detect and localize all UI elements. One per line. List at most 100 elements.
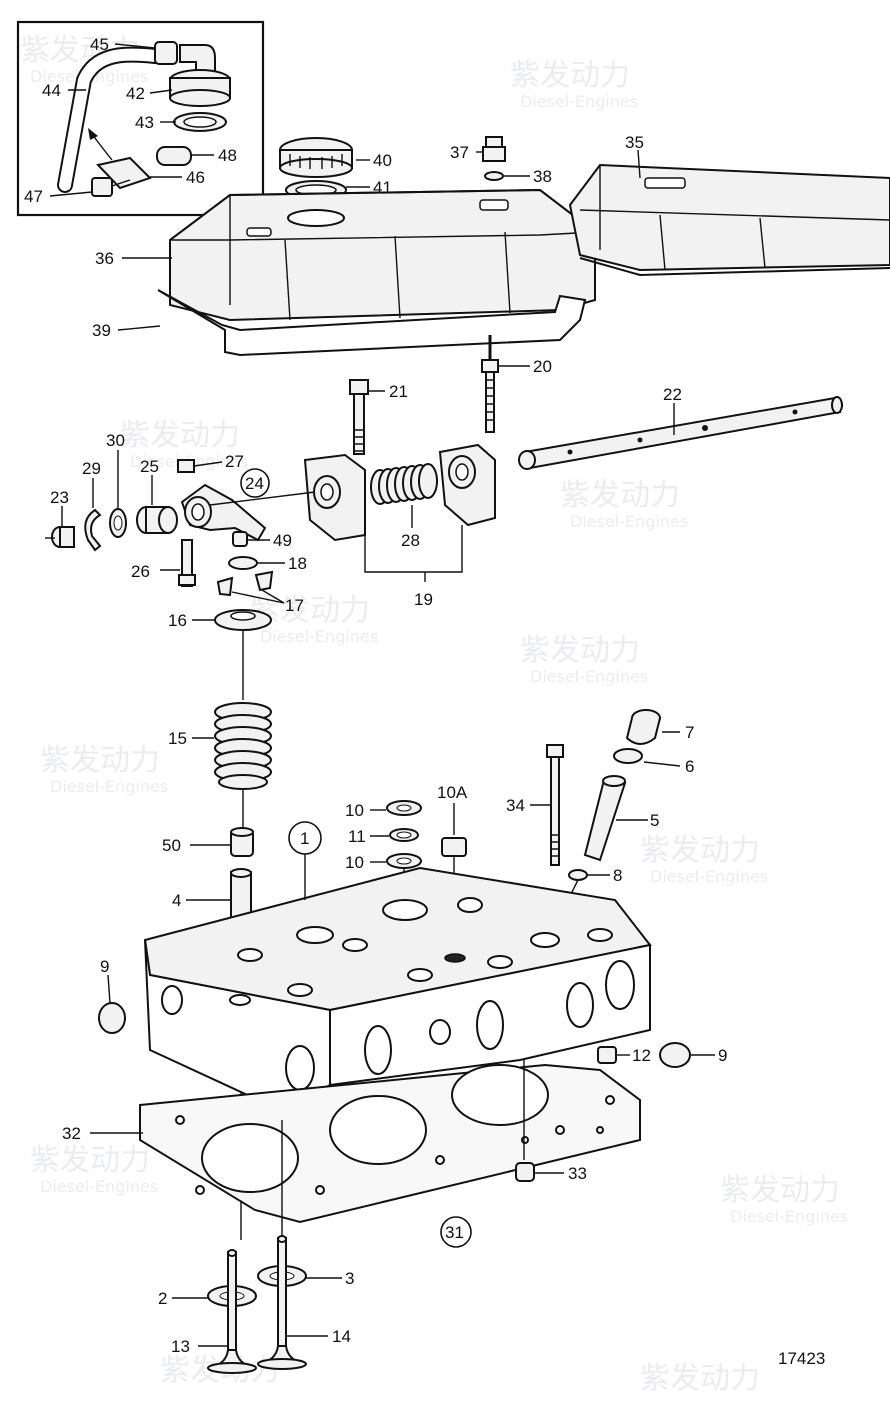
callout-49: 49: [273, 531, 292, 550]
valve-train: 18 17 16 15 50 4: [162, 554, 307, 1240]
core-plugs: 9 12 9: [98, 957, 727, 1068]
circlip: [84, 508, 102, 552]
callout-25: 25: [140, 457, 159, 476]
callout-10A: 10A: [437, 783, 468, 802]
spring-retainer-upper: [228, 556, 258, 570]
intake-valve: [227, 1251, 237, 1353]
callout-35: 35: [625, 133, 644, 152]
callout-44: 44: [42, 81, 61, 100]
callout-30: 30: [106, 431, 125, 450]
valve-stem-cap: [232, 531, 248, 547]
callout-17: 17: [285, 596, 304, 615]
valve-spring: [214, 702, 272, 790]
callout-20: 20: [533, 357, 552, 376]
watermark-brand: 紫发动力: [560, 478, 680, 513]
valve-collet: [254, 570, 274, 592]
callout-24: 24: [245, 474, 264, 493]
callout-9-right: 9: [718, 1046, 727, 1065]
callout-22: 22: [663, 385, 682, 404]
callout-7: 7: [685, 723, 694, 742]
watermark-sub: Diesel-Engines: [530, 667, 648, 686]
callout-4: 4: [172, 891, 181, 910]
watermark-brand: 紫发动力: [40, 743, 160, 778]
adjusting-nut: [177, 459, 195, 473]
callout-40: 40: [373, 151, 392, 170]
callout-16: 16: [168, 611, 187, 630]
valve-cover-rear: [568, 163, 890, 272]
callout-8: 8: [613, 866, 622, 885]
callout-26: 26: [131, 562, 150, 581]
valve-cover-assembly: 40 41 37 38 35 36 39: [92, 133, 890, 357]
callout-48: 48: [218, 146, 237, 165]
valve-cover-gasket: [157, 289, 587, 357]
head-gasket: 32: [62, 1060, 641, 1224]
callout-32: 32: [62, 1124, 81, 1143]
washer-10a: [441, 837, 467, 857]
callout-14: 14: [332, 1327, 351, 1346]
callout-18: 18: [288, 554, 307, 573]
callout-10-upper: 10: [345, 801, 364, 820]
rocker-assembly: 20 21 22 28: [45, 335, 843, 609]
watermark-sub: Diesel-Engines: [50, 777, 168, 796]
breather-inset: 45 44 42 43 48 46 47: [16, 20, 265, 217]
callout-2: 2: [158, 1289, 167, 1308]
watermark-brand: 紫发动力: [520, 633, 640, 668]
watermark-brand: 紫发动力: [720, 1173, 840, 1208]
callout-6: 6: [685, 757, 694, 776]
cylinder-head-bolt: [546, 744, 564, 758]
screw: [91, 177, 113, 197]
drawing-number: 17423: [778, 1349, 825, 1368]
watermark-brand: 紫发动力: [510, 58, 630, 93]
callout-12: 12: [632, 1046, 651, 1065]
callout-27: 27: [225, 452, 244, 471]
cylinder-head: 1: [143, 821, 652, 1112]
watermark-sub: Diesel-Engines: [40, 1177, 158, 1196]
callout-5: 5: [650, 811, 659, 830]
callout-circle-31: [440, 1216, 472, 1248]
callout-15: 15: [168, 729, 187, 748]
callout-29: 29: [82, 459, 101, 478]
rocker-bolt: [349, 379, 369, 395]
callout-46: 46: [186, 168, 205, 187]
sleeve-nipple: [156, 146, 192, 166]
callout-34: 34: [506, 796, 525, 815]
callout-41: 41: [373, 178, 392, 197]
sleeve-washer: [568, 869, 588, 881]
sleeve-seal-ring: [613, 748, 643, 764]
callout-10-lower: 10: [345, 853, 364, 872]
callout-45: 45: [90, 35, 109, 54]
rocker-shaft-spring: [370, 463, 438, 505]
callout-37: 37: [450, 143, 469, 162]
breather-elbow: [179, 44, 216, 73]
watermark-brand: 紫发动力: [120, 418, 240, 453]
callout-31: 31: [445, 1223, 464, 1242]
exhaust-valve: [277, 1237, 287, 1349]
cover-bolt: [485, 136, 503, 148]
watermark-brand: 紫发动力: [640, 1361, 760, 1396]
bolt-washer: [484, 171, 504, 181]
callout-13: 13: [171, 1337, 190, 1356]
valve-cover-front: [169, 188, 596, 322]
core-plug-right: [659, 1042, 691, 1068]
washer-stack: 10 11 10 10A: [345, 783, 468, 955]
callout-50: 50: [162, 836, 181, 855]
callout-43: 43: [135, 113, 154, 132]
direction-arrow: [91, 133, 113, 161]
hose-clip: [154, 41, 178, 65]
callout-1: 1: [300, 829, 309, 848]
callout-38: 38: [533, 167, 552, 186]
valves: 2 3 13 14: [158, 1120, 354, 1374]
callout-11: 11: [348, 827, 366, 846]
callout-21: 21: [389, 382, 408, 401]
callout-42: 42: [126, 84, 145, 103]
callout-3: 3: [345, 1269, 354, 1288]
callout-28: 28: [401, 531, 420, 550]
callout-19: 19: [414, 590, 433, 609]
dowel-sleeve: [515, 1162, 535, 1182]
plug-12: [597, 1046, 617, 1064]
watermark-brand: 紫发动力: [30, 1143, 150, 1178]
core-plug-left: [98, 1002, 126, 1034]
valve-collet: [216, 576, 234, 597]
watermark-sub: Diesel-Engines: [730, 1207, 848, 1226]
